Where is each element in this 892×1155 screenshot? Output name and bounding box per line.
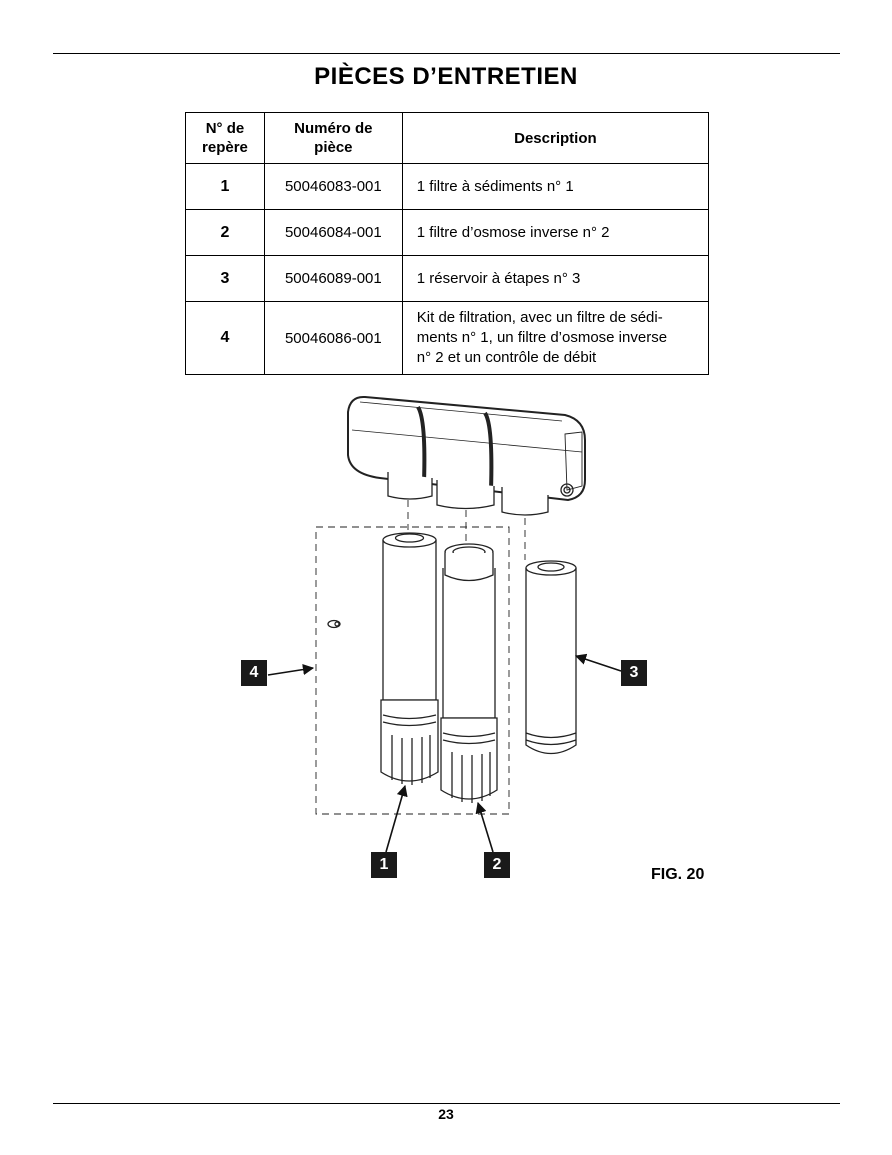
description-cell: Kit de filtration, avec un filtre de séd… [401, 301, 710, 375]
part-number-cell: 50046089-001 [263, 255, 403, 302]
callout-1: 1 [371, 852, 397, 878]
part-number-cell: 50046084-001 [263, 209, 403, 256]
page-title: PIÈCES D’ENTRETIEN [314, 63, 578, 90]
figure-label: FIG. 20 [651, 866, 705, 883]
ref-cell: 1 [185, 163, 265, 210]
description-cell: 1 réservoir à étapes n° 3 [401, 255, 710, 302]
callout-2: 2 [484, 852, 510, 878]
callout-3: 3 [621, 660, 647, 686]
table-header-row: N° de repère Numéro de pièce Description [185, 112, 710, 164]
stage-tank [525, 560, 577, 755]
header-description: Description [401, 112, 710, 164]
bottom-rule [53, 1103, 840, 1104]
callout-arrows [267, 653, 622, 853]
parts-table: N° de repère Numéro de pièce Description… [185, 112, 710, 375]
part-number-cell: 50046086-001 [263, 301, 403, 375]
ref-cell: 3 [185, 255, 265, 302]
table-row: 3 50046089-001 1 réservoir à étapes n° 3 [185, 255, 710, 302]
flow-control-part [327, 619, 341, 629]
ref-cell: 4 [185, 301, 265, 375]
top-rule [53, 53, 840, 54]
header-ref: N° de repère [185, 112, 265, 164]
table-row: 1 50046083-001 1 filtre à sédiments n° 1 [185, 163, 710, 210]
callout-4: 4 [241, 660, 267, 686]
description-cell: 1 filtre d’osmose inverse n° 2 [401, 209, 710, 256]
filter-system-diagram [267, 395, 622, 853]
manifold-head [347, 395, 586, 516]
description-cell: 1 filtre à sédiments n° 1 [401, 163, 710, 210]
ref-cell: 2 [185, 209, 265, 256]
table-row: 2 50046084-001 1 filtre d’osmose inverse… [185, 209, 710, 256]
table-row: 4 50046086-001 Kit de filtration, avec u… [185, 301, 710, 375]
header-part-number: Numéro de pièce [263, 112, 403, 164]
part-number-cell: 50046083-001 [263, 163, 403, 210]
dashed-guides [315, 500, 526, 815]
reverse-osmosis-filter [440, 543, 498, 803]
page-number: 23 [438, 1106, 454, 1122]
sediment-filter [380, 532, 439, 785]
